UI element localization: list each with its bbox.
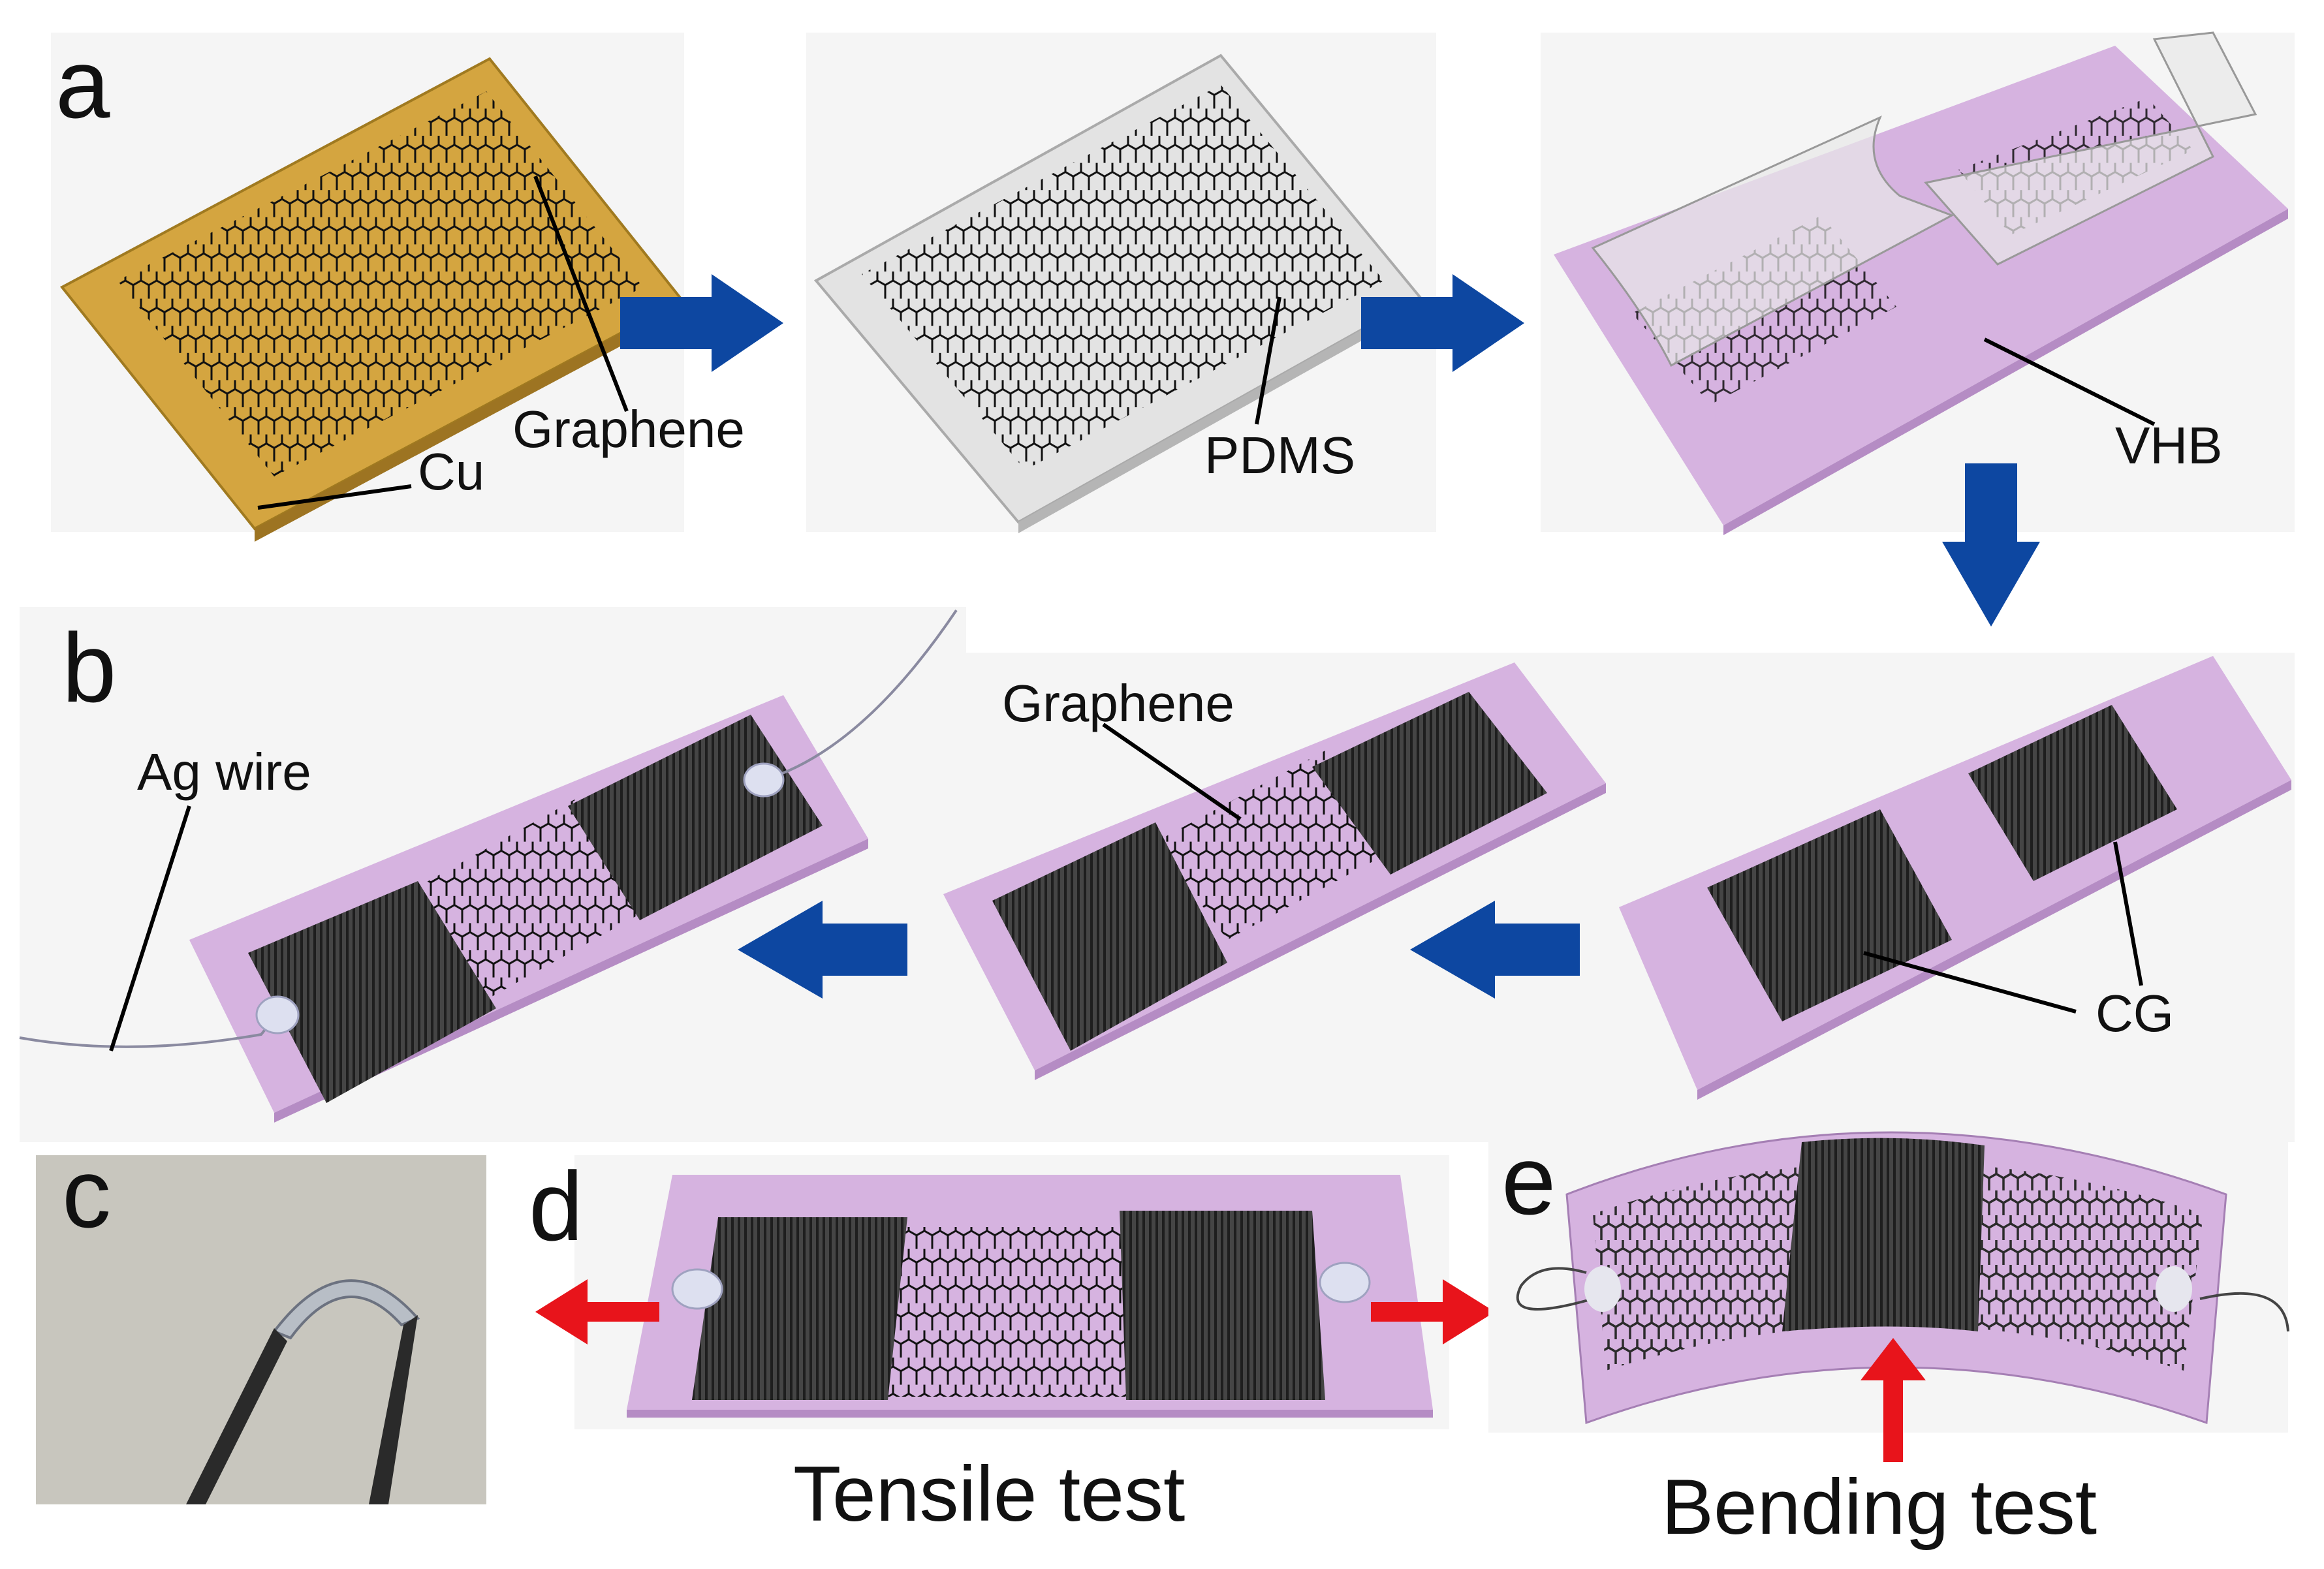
bent-cg-patch <box>1782 1138 1985 1331</box>
flow-arrow-b3-b2 <box>1410 901 1580 999</box>
ag-wire-left-e <box>1516 1267 1594 1311</box>
graphene-bridge-d <box>875 1227 1136 1397</box>
flow-arrow-a1-a2 <box>620 274 783 372</box>
vhb-edge-b1 <box>274 839 868 1123</box>
cg-patch-left-b2 <box>992 822 1227 1051</box>
graphene-on-pdms <box>862 85 1384 470</box>
ag-contact-right-e <box>2156 1266 2192 1312</box>
flow-arrow-a2-a3 <box>1361 274 1524 372</box>
bent-film <box>272 1279 420 1340</box>
tweezer-right-arm <box>369 1315 418 1504</box>
cg-leader-line-1 <box>1863 951 2077 1014</box>
ag-contact-right <box>743 762 785 798</box>
cg-patch-right-b2 <box>1312 692 1547 875</box>
cu-label: Cu <box>418 443 484 501</box>
cg-patch-right-b3 <box>1968 705 2177 881</box>
ag-contact-left <box>255 995 300 1034</box>
cg-leader-line-2 <box>2113 841 2143 986</box>
pdms-edge <box>1018 297 1420 533</box>
graphene-on-copper <box>118 91 643 476</box>
vhb-leader-line <box>1983 337 2156 426</box>
cg-label: CG <box>2096 984 2174 1042</box>
cg-patch-left-b3 <box>1707 809 1952 1021</box>
force-arrow-right <box>1371 1279 1495 1344</box>
flow-arrow-down <box>1942 463 2040 627</box>
vhb-edge-b3 <box>1697 780 2291 1100</box>
pdms-film-peeling-left <box>1591 116 1955 367</box>
vhb-edge-b2 <box>1035 783 1606 1080</box>
force-arrow-left <box>535 1279 659 1344</box>
ag-wire-label: Ag wire <box>137 743 311 801</box>
tensile-test-caption: Tensile test <box>793 1450 1185 1538</box>
cg-patch-right-d <box>1120 1211 1325 1400</box>
vhb-substrate-edge <box>1723 209 2288 535</box>
ag-contact-right-d <box>1319 1262 1371 1303</box>
panel-e: e Bending test <box>1488 1125 2289 1551</box>
flow-arrow-b2-b1 <box>738 901 907 999</box>
pdms-film-peeling-right <box>1924 31 2257 266</box>
cg-patch-left-d <box>692 1217 907 1400</box>
graphene-label: Graphene <box>512 400 745 458</box>
copper-edge <box>255 300 682 542</box>
ag-wire-right-e <box>2199 1292 2289 1332</box>
panel-a-letter: a <box>55 29 110 138</box>
panel-e-letter: e <box>1501 1125 1556 1235</box>
pdms-label: PDMS <box>1204 426 1355 484</box>
vhb-edge-d <box>627 1410 1433 1418</box>
cu-leader-line <box>257 484 412 510</box>
panel-d: d Tensile test <box>529 1151 1495 1538</box>
graphene-bridge-b1 <box>405 800 646 1005</box>
panel-a: a Graphene Cu PDMS VHB <box>51 29 2295 627</box>
panel-b-letter: b <box>62 613 116 722</box>
bending-test-caption: Bending test <box>1661 1463 2097 1551</box>
panel-c-letter: c <box>62 1138 111 1248</box>
ag-wire-leader-line <box>109 805 191 1051</box>
graphene-leader-line-b2 <box>1102 722 1242 821</box>
ag-wire-right <box>763 609 958 781</box>
panel-b: b CG Graphene Ag wire <box>19 607 2295 1142</box>
cg-patch-left-b1 <box>248 881 496 1103</box>
bending-force-arrow <box>1861 1338 1926 1462</box>
pdms-leader-line <box>1255 296 1281 425</box>
ag-contact-left-d <box>671 1268 723 1310</box>
tweezer-left-arm <box>186 1328 287 1504</box>
panel-c: c <box>36 1138 486 1504</box>
vhb-label: VHB <box>2115 416 2223 474</box>
ag-wire-left <box>19 1017 275 1048</box>
graphene-leader-line <box>533 175 629 412</box>
ag-contact-left-e <box>1584 1266 1621 1312</box>
panel-d-letter: d <box>529 1151 583 1261</box>
graphene-label-b: Graphene <box>1002 674 1234 732</box>
